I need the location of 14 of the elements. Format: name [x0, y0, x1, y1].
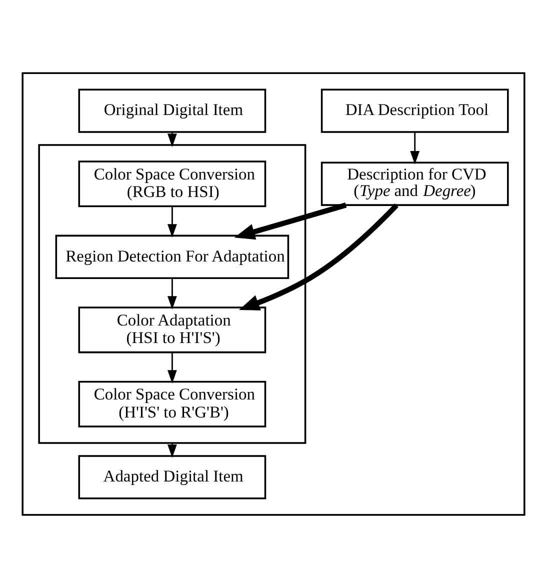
node-box: Description for CVD (Type and Degree) [320, 161, 509, 206]
arrow [410, 132, 420, 164]
arrow [234, 202, 347, 240]
arrow [238, 202, 398, 310]
node-box: Color Adaptation (HSI to H'I'S') [78, 306, 266, 353]
node-box: DIA Description Tool [320, 88, 509, 132]
arrow [167, 352, 177, 384]
cluster [22, 72, 526, 516]
node-box: Color Space Conversion (RGB to HSI) [78, 160, 266, 207]
arrow [167, 206, 177, 238]
node-box: Adapted Digital Item [78, 454, 266, 499]
node-box: Color Space Conversion (H'I'S' to R'G'B') [78, 380, 266, 427]
node-box: Region Detection For Adaptation [55, 234, 290, 278]
arrow [167, 278, 177, 310]
